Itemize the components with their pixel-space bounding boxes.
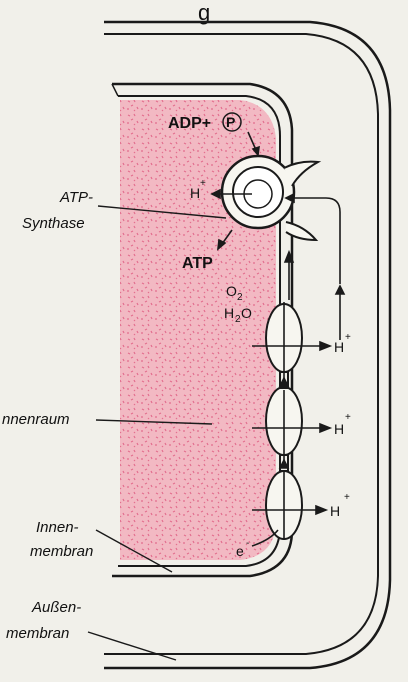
label-innenmembran-2: membran xyxy=(30,543,93,560)
label-p-in-circle: P xyxy=(226,114,235,130)
label-electron: e xyxy=(236,543,244,559)
label-atp-synthase-1: ATP- xyxy=(59,189,93,206)
label-h-plus-2-sup: + xyxy=(345,412,351,423)
label-h-plus-3: H xyxy=(330,503,340,519)
label-aussenmembran-2: membran xyxy=(6,625,69,642)
label-h-plus-synthase: H xyxy=(190,185,200,201)
label-h-plus-1: H xyxy=(334,339,344,355)
label-h-plus-synthase-sup: + xyxy=(200,178,206,189)
label-innenraum: nnenraum xyxy=(2,411,70,428)
label-h2o-h: H xyxy=(224,305,234,321)
label-innenmembran-1: Innen- xyxy=(36,519,79,536)
label-atp-synthase-2: Synthase xyxy=(22,215,85,232)
label-o2-sub: 2 xyxy=(237,292,243,303)
label-adp-p: ADP+ xyxy=(168,115,211,132)
label-electron-sup: - xyxy=(246,538,249,549)
label-h-plus-3-sup: + xyxy=(344,492,350,503)
label-aussenmembran-1: Außen- xyxy=(31,599,81,616)
label-o2: O xyxy=(226,283,237,299)
label-h-plus-2: H xyxy=(334,421,344,437)
label-h-plus-1-sup: + xyxy=(345,332,351,343)
label-h2o-o: O xyxy=(241,305,252,321)
label-atp: ATP xyxy=(182,255,213,272)
